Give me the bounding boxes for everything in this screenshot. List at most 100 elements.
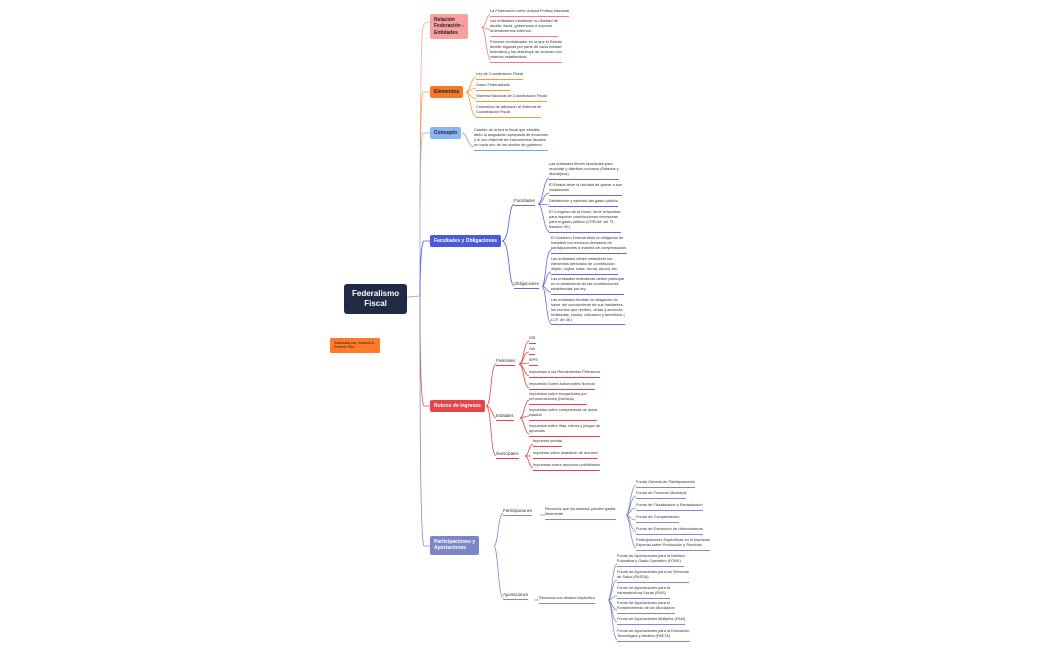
sub-text: Facultades: [514, 198, 536, 203]
leaf-elementos-2[interactable]: Gasto Federalizado: [476, 82, 510, 91]
leaf-obligaciones-4[interactable]: Las entidades tendrán la obligación de h…: [551, 297, 625, 326]
leaf-federales-1[interactable]: ISR: [529, 335, 536, 344]
credit-note[interactable]: Elaborado por: Marcos A., Roberto Rea: [330, 338, 380, 353]
leaf-municipales-1[interactable]: Impuesto predial: [533, 438, 562, 447]
leaf-text: Las entidades tienen facultades para: [549, 161, 613, 166]
branch-participaciones-aportaciones[interactable]: Participaciones y Aportaciones: [430, 536, 480, 555]
leaf-text: Las entidades mantienen su libertad de: [490, 18, 558, 23]
sub-text: Municipales: [496, 451, 519, 456]
leaf-text: en cada uno de los niveles de gobierno: [474, 141, 542, 147]
leaf-text: Fortalecimiento de los Municipios: [617, 604, 675, 610]
sub-obligaciones[interactable]: Obligaciones: [514, 281, 539, 290]
leaf-text: Impuestos sobre rifas, lotería y juegos …: [529, 423, 601, 428]
leaf-municipales-2[interactable]: Impuesto sobre traslación de dominio: [533, 450, 598, 459]
leaf-elementos-3[interactable]: Sistema Nacional de Coordinación Fiscal: [476, 93, 547, 102]
leaf-participaciones-2[interactable]: Fondo de Fomento Municipal: [636, 490, 687, 499]
leaf-text: Tecnológica y Adultos (FAETA): [617, 632, 671, 638]
leaf-federales-4[interactable]: Impuestos a los Rendimientos Petroleros: [529, 369, 600, 378]
detail-aportaciones[interactable]: Recursos con destino específico: [539, 595, 596, 604]
leaf-text: El Gobierno Federal tiene la obligación …: [551, 235, 624, 240]
sub-estatales[interactable]: Estatales: [496, 413, 514, 422]
leaf-obligaciones-2[interactable]: Las entidades deben establecer los eleme…: [551, 256, 619, 275]
root-topic[interactable]: Federalismo Fiscal: [344, 284, 408, 314]
leaf-text: Fondo de Aportaciones para la: [617, 585, 670, 590]
sub-municipales[interactable]: Municipales: [496, 451, 519, 460]
leaf-facultades-4[interactable]: El Congreso de la Unión, tiene la facult…: [549, 209, 621, 233]
leaf-text: criterios establecidos.: [490, 53, 528, 59]
leaf-aportaciones-4[interactable]: Fondo de Aportaciones para el Fortalecim…: [617, 600, 675, 614]
branch-relacion-line-2: Federación -: [434, 23, 464, 30]
leaf-text: libremente: [545, 510, 564, 516]
leaf-text: recaudar y distribuir recursos (Estados …: [549, 165, 619, 171]
leaf-text: realizadas, costos, ubicación y benefici…: [551, 311, 625, 317]
leaf-text: Impuestos sobre compraventa de autos: [529, 407, 598, 412]
leaf-text: La Federación como Unidad Política Nacio…: [490, 8, 569, 13]
leaf-estatales-1[interactable]: Impuestos sobre erogaciones por remunera…: [529, 391, 587, 405]
leaf-text: Las entidades tendrán la obligación de: [551, 297, 618, 302]
leaf-text: elementos derivados de contribución:: [551, 260, 616, 266]
leaf-federales-5[interactable]: Impuestos Sobre Automóviles Nuevos: [529, 381, 595, 390]
leaf-text: Fondo General de Participaciones: [636, 479, 695, 484]
sub-facultades[interactable]: Facultades: [514, 198, 536, 207]
leaf-participaciones-4[interactable]: Fondo de Compensación: [636, 514, 680, 523]
leaf-facultades-2[interactable]: El Estado tiene la facultad de gravar a …: [549, 182, 622, 196]
leaf-obligaciones-3[interactable]: Las entidades federativas deben particip…: [551, 276, 625, 295]
branch-elementos[interactable]: Elementos: [430, 86, 464, 99]
leaf-elementos-1[interactable]: Ley de Coordinación Fiscal: [476, 71, 523, 80]
leaf-text: Educativa y Gasto Operativo (FONE): [617, 557, 682, 563]
branch-facultades-label: Facultades y Obligaciones: [434, 238, 498, 244]
leaf-participaciones-6[interactable]: Participaciones Específicas en el Impues…: [636, 537, 710, 551]
branch-participaciones-line-2: Aportaciones: [434, 545, 466, 552]
leaf-aportaciones-1[interactable]: Fondo de Aportaciones para la Nómina Edu…: [617, 553, 685, 567]
leaf-text: fracción VII): [549, 223, 570, 229]
leaf-text: Sistema Nacional de Coordinación Fiscal: [476, 93, 547, 98]
leaf-estatales-2[interactable]: Impuestos sobre compraventa de autos usa…: [529, 407, 598, 421]
branch-facultades-obligaciones[interactable]: Facultades y Obligaciones: [430, 235, 502, 248]
leaf-participaciones-3[interactable]: Fondo de Fiscalización y Recaudación: [636, 502, 703, 511]
leaf-text: Convenios de adhesión al Sistema de: [476, 104, 542, 109]
leaf-text: hacer del conocimiento de sus habitantes…: [551, 301, 624, 307]
leaf-concepto-1[interactable]: Cambio de la teoría fiscal que estudia, …: [474, 127, 548, 151]
leaf-relacion-2[interactable]: Las entidades mantienen su libertad de d…: [490, 18, 558, 37]
branch-participaciones-line-1: Participaciones y: [434, 539, 476, 545]
leaf-text: tanto la asignación apropiada de funcion…: [474, 131, 548, 137]
credit-line-1: Elaborado por: Marcos A.,: [334, 341, 376, 345]
leaf-obligaciones-1[interactable]: El Gobierno Federal tiene la obligación …: [551, 235, 628, 254]
leaf-municipales-3[interactable]: Impuestos sobre anuncios publicitarios: [533, 462, 601, 471]
leaf-text: para imponer contribuciones necesarias: [549, 213, 618, 219]
leaf-text: Participaciones Específicas en el Impues…: [636, 537, 710, 542]
leaf-aportaciones-2[interactable]: Fondo de Aportaciones para los Servicios…: [617, 569, 689, 583]
branch-relacion[interactable]: Relación Federación - Entidades: [430, 14, 468, 39]
leaf-relacion-3[interactable]: Proceso centralizador en la que el Estad…: [490, 39, 563, 63]
leaf-aportaciones-6[interactable]: Fondo de Aportaciones para la Educación,…: [617, 628, 691, 642]
leaf-federales-3[interactable]: IEPS: [529, 357, 538, 366]
credit-line-2: Roberto Rea: [334, 345, 355, 350]
sub-aportaciones[interactable]: Aportaciones: [503, 592, 529, 601]
leaf-relacion-1[interactable]: La Federación como Unidad Política Nacio…: [490, 8, 569, 17]
sub-participaciones[interactable]: Participaciones: [503, 508, 533, 517]
leaf-text: El Congreso de la Unión, tiene la facult…: [549, 209, 621, 214]
branch-concepto[interactable]: Concepto: [430, 127, 462, 140]
leaf-estatales-3[interactable]: Impuestos sobre rifas, lotería y juegos …: [529, 423, 601, 437]
leaf-facultades-1[interactable]: Las entidades tienen facultades para rec…: [549, 161, 619, 180]
leaf-text: Las entidades federativas deben particip…: [551, 276, 625, 281]
leaf-text: Coordinación Fiscal: [476, 108, 511, 114]
branch-elementos-label: Elementos: [434, 89, 460, 95]
sub-text: Participaciones: [503, 508, 533, 513]
leaf-elementos-4[interactable]: Convenios de adhesión al Sistema de Coor…: [476, 104, 542, 118]
leaf-text: Impuesto predial: [533, 438, 562, 443]
leaf-text: Proceso centralizador en la que el Estad…: [490, 39, 563, 44]
leaf-participaciones-5[interactable]: Fondo de Extracción de Hidrocarburos: [636, 526, 703, 535]
sub-federales[interactable]: Federales: [496, 358, 516, 367]
leaf-text: para el gasto público (CPEUM, art 73,: [549, 218, 615, 224]
leaf-facultades-3[interactable]: Distribución y ejercicio del gasto públi…: [549, 198, 618, 207]
branch-rubros-ingresos[interactable]: Rubros de ingresos: [430, 400, 485, 413]
sub-text: Obligaciones: [514, 281, 539, 286]
detail-participaciones[interactable]: Recursos que los estados pueden gastar l…: [545, 506, 616, 520]
leaf-text: ordenamientos internos.: [490, 27, 532, 33]
leaf-aportaciones-3[interactable]: Fondo de Aportaciones para la Infraestru…: [617, 585, 670, 599]
leaf-federales-2[interactable]: IVA: [529, 346, 535, 355]
leaf-aportaciones-5[interactable]: Fondo de Aportaciones Múltiples (FAM): [617, 616, 686, 625]
leaf-text: remuneraciones (Nómina): [529, 395, 574, 401]
leaf-participaciones-1[interactable]: Fondo General de Participaciones: [636, 479, 695, 488]
